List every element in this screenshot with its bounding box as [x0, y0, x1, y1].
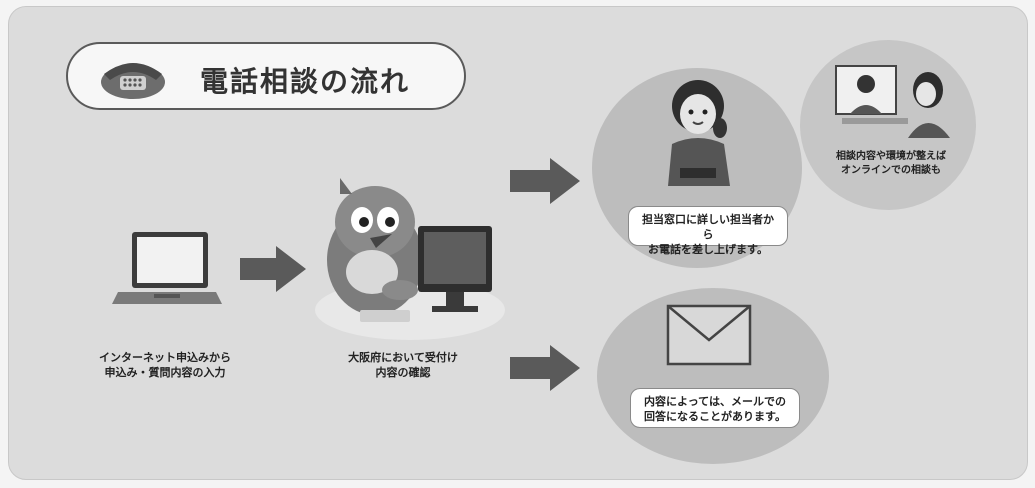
arrow-to-mail-response [510, 345, 580, 391]
telephone-icon [101, 63, 165, 99]
arrow-to-phone-response [510, 158, 580, 204]
mail-response-label: 内容によっては、メールでの 回答になることがあります。 [630, 388, 800, 428]
step2-caption: 大阪府において受付け 内容の確認 [348, 351, 458, 379]
operator-on-phone-illustration [668, 80, 730, 186]
laptop-icon [112, 232, 222, 304]
title-banner: 電話相談の流れ [66, 42, 466, 110]
phone-response-label: 担当窓口に詳しい担当者から お電話を差し上げます。 [628, 206, 788, 256]
online-consultation-caption: 相談内容や環境が整えば オンラインでの相談も [836, 151, 946, 176]
mascot-at-computer-illustration [315, 178, 505, 340]
step1-caption: インターネット申込みから 申込み・質問内容の入力 [99, 351, 231, 379]
arrow-to-reception [240, 246, 306, 292]
page-title: 電話相談の流れ [200, 65, 411, 98]
online-video-call-illustration [835, 65, 950, 138]
envelope-icon [666, 304, 752, 366]
